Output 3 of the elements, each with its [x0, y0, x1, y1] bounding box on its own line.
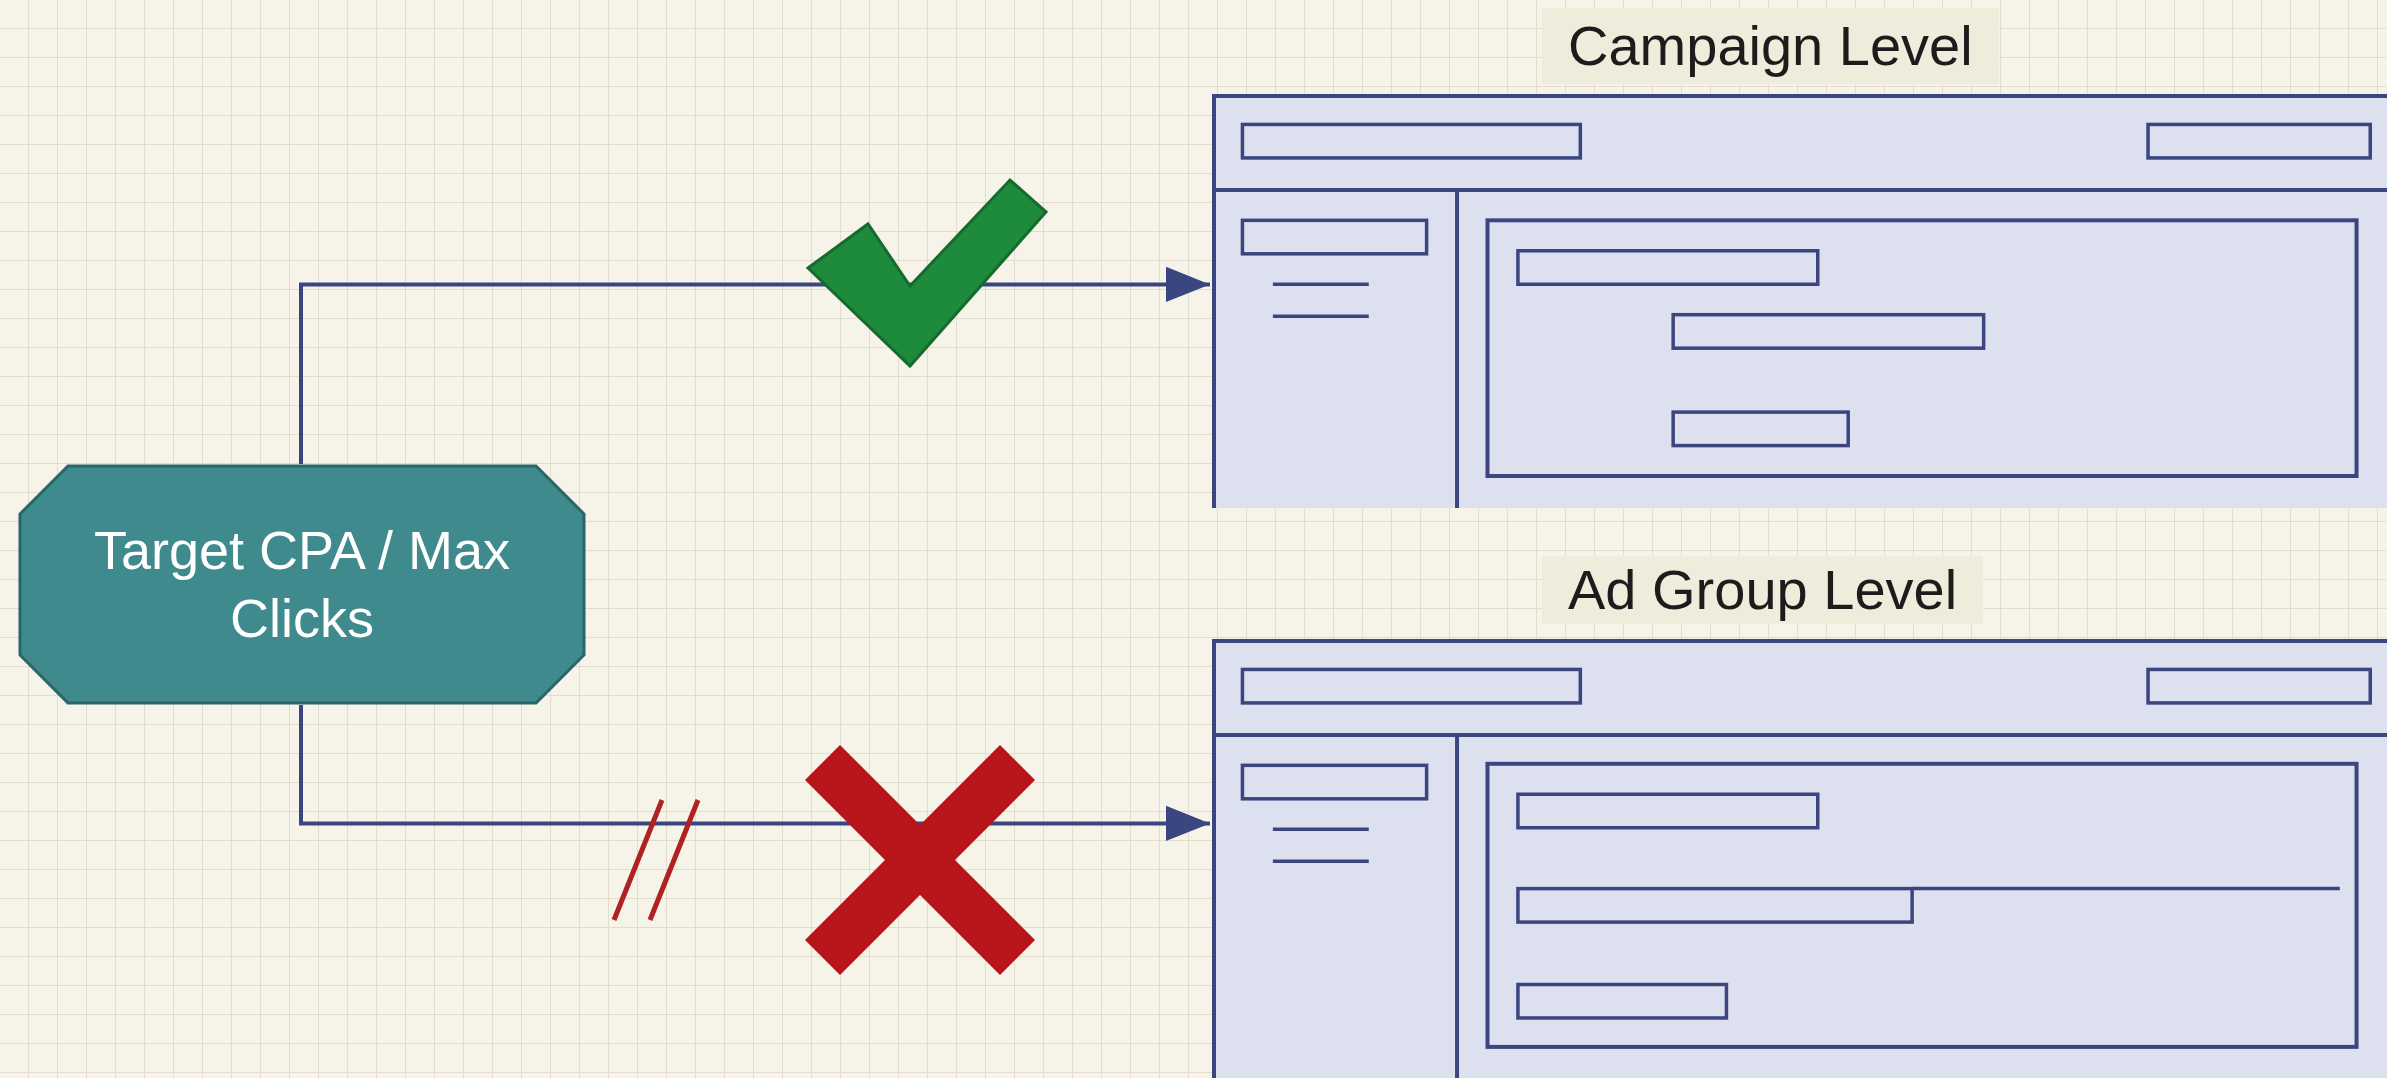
- level-heading: Campaign Level: [1542, 8, 1999, 84]
- level-heading: Ad Group Level: [1542, 556, 1984, 624]
- octagon-node: Target CPA / Max Clicks: [18, 464, 586, 705]
